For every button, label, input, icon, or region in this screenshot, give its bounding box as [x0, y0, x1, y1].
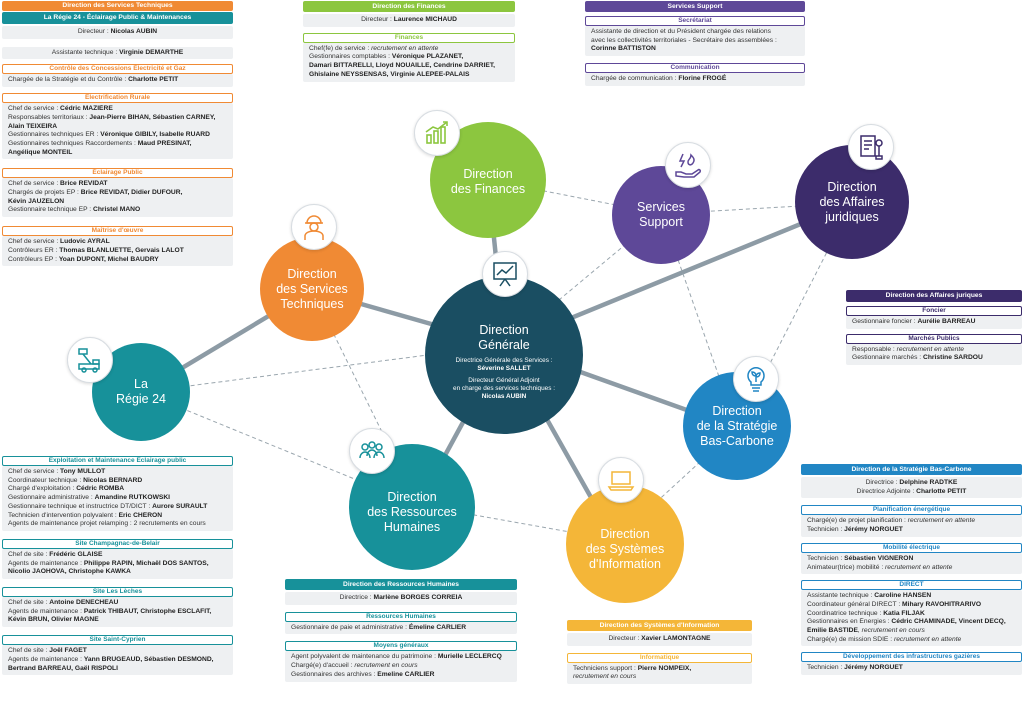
presentation-board-icon [482, 251, 528, 297]
node-strategie-label: Direction de la Stratégie Bas-Carbone [696, 403, 778, 448]
mobilite-body: Technicien : Sébastien VIGNERON Animateu… [801, 552, 1022, 575]
node-regie-label: La Régie 24 [115, 377, 167, 406]
champagnac-subheader: Site Champagnac-de-Belair [2, 538, 233, 549]
finances-director: Directeur : Laurence MICHAUD [303, 14, 515, 27]
eclairage-body: Chef de service : Brice REVIDAT Chargés … [2, 178, 233, 218]
support-header: Services Support [585, 1, 805, 12]
gaz-subheader: Développement des infrastructures gazièr… [801, 652, 1022, 663]
node-finances-label: Direction des Finances [450, 167, 526, 196]
exploitation-body: Chef de service : Tony MULLOT Coordinate… [2, 466, 233, 531]
box-services-support: Services Support Secrétariat Assistante … [585, 1, 805, 86]
finances-body: Chef(fe) de service : recrutement en att… [303, 42, 515, 82]
elec-subheader: Électrification Rurale [2, 93, 233, 104]
box-systemes-information: Direction des Systèmes d'Information Dir… [567, 620, 752, 685]
direct-body: Assistante technique : Caroline HANSEN C… [801, 590, 1022, 647]
mobilite-subheader: Mobilité électrique [801, 542, 1022, 553]
strategie-directors: Directrice : Delphine RADTKE Directrice … [801, 477, 1022, 499]
legal-document-icon [848, 124, 894, 170]
secretariat-body: Assistante de direction et du Président … [585, 26, 805, 57]
dgs-block: Directrice Générale des Services : Séver… [456, 357, 553, 373]
finances-subheader: Finances [303, 32, 515, 43]
moe-subheader: Maîtrise d'œuvre [2, 226, 233, 237]
planification-subheader: Planification énergétique [801, 505, 1022, 516]
box-ressources-humaines: Direction des Ressources Humaines Direct… [285, 579, 517, 682]
node-juridiques-label: Direction des Affaires juridiques [819, 179, 885, 224]
moyens-body: Agent polyvalent de maintenance du patri… [285, 651, 517, 682]
controle-body: Chargée de la Stratégie et du Contrôle :… [2, 74, 233, 88]
foncier-body: Gestionnaire foncier : Aurélie BARREAU [846, 316, 1022, 329]
marches-subheader: Marchés Publics [846, 333, 1022, 344]
node-generale[interactable]: Direction Générale Directrice Générale d… [425, 276, 583, 434]
box-finances: Direction des Finances Directeur : Laure… [303, 1, 515, 82]
eclairage-subheader: Éclairage Public [2, 168, 233, 179]
leches-body: Chef de site : Antoine DENECHEAU Agents … [2, 597, 233, 628]
controle-subheader: Contrôle des Concessions Électricité et … [2, 64, 233, 75]
dgs-name: Séverine SALLET [477, 365, 531, 372]
engineer-icon [291, 204, 337, 250]
node-si-label: Direction des Systèmes d'Information [585, 526, 665, 571]
node-support-label: Services Support [637, 200, 685, 229]
secretariat-subheader: Secrétariat [585, 16, 805, 26]
laptop-icon [598, 457, 644, 503]
techniques-assistant: Assistante technique : Virginie DEMARTHE [2, 46, 233, 60]
informatique-body: Techniciens support : Pierre NOMPEIX, re… [567, 662, 752, 685]
si-director: Directeur : Xavier LAMONTAGNE [567, 633, 752, 646]
direct-subheader: DIRECT [801, 580, 1022, 591]
rh-header: Direction des Ressources Humaines [285, 579, 517, 590]
finances-header: Direction des Finances [303, 1, 515, 12]
box-affaires-juridiques: Direction des Affaires juriques Foncier … [846, 290, 1022, 366]
box-exploitation: Exploitation et Maintenance Eclairage pu… [2, 456, 233, 676]
champagnac-body: Chef de site : Frédéric GLAISE Agents de… [2, 548, 233, 580]
dga-role: Directeur Général Adjoint en charge des … [453, 377, 555, 392]
gaz-body: Technicien : Jérémy NORGUET [801, 662, 1022, 676]
node-rh[interactable]: Direction des Ressources Humaines [349, 444, 475, 570]
dga-block: Directeur Général Adjoint en charge des … [453, 377, 555, 401]
dga-name: Nicolas AUBIN [481, 393, 527, 400]
techniques-header: Direction des Services Techniques [2, 1, 233, 11]
node-techniques[interactable]: Direction des Services Techniques [260, 237, 364, 341]
moe-body: Chef de service : Ludovic AYRAL Contrôle… [2, 236, 233, 267]
rh-body: Gestionnaire de paie et administrative :… [285, 621, 517, 635]
people-group-icon [349, 428, 395, 474]
chart-growth-icon [414, 110, 460, 156]
techniques-director: Directeur : Nicolas AUBIN [2, 26, 233, 39]
moyens-subheader: Moyens généraux [285, 641, 517, 652]
lightbulb-leaf-icon [733, 356, 779, 402]
leches-subheader: Site Les Lèches [2, 587, 233, 598]
dashed-rh-si [417, 504, 616, 541]
hand-energy-icon [665, 142, 711, 188]
box-strategie: Direction de la Stratégie Bas-Carbone Di… [801, 464, 1022, 676]
node-techniques-label: Direction des Services Techniques [276, 266, 348, 311]
strategie-header: Direction de la Stratégie Bas-Carbone [801, 464, 1022, 475]
dgs-role: Directrice Générale des Services : [455, 357, 553, 364]
rh-director: Directrice : Marlène BORGES CORREIA [285, 592, 517, 605]
node-rh-label: Direction des Ressources Humaines [367, 489, 457, 534]
juridiques-header: Direction des Affaires juriques [846, 290, 1022, 302]
rh-subheader: Ressources Humaines [285, 611, 517, 622]
aerial-lift-truck-icon [67, 337, 113, 383]
foncier-subheader: Foncier [846, 306, 1022, 316]
marches-body: Responsable : recrutement en attente Ges… [846, 343, 1022, 366]
regie-header: La Régie 24 - Éclairage Public & Mainten… [2, 12, 233, 24]
exploitation-subheader: Exploitation et Maintenance Eclairage pu… [2, 456, 233, 466]
cyprien-subheader: Site Saint-Cyprien [2, 635, 233, 646]
box-services-techniques: Direction des Services Techniques La Rég… [2, 1, 233, 267]
node-support[interactable]: Services Support [612, 166, 710, 264]
dashed-regie-generale [141, 344, 506, 393]
node-juridiques[interactable]: Direction des Affaires juridiques [795, 145, 909, 259]
communication-body: Chargée de communication : Florine FROGÉ [585, 73, 805, 86]
node-si[interactable]: Direction des Systèmes d'Information [566, 485, 684, 603]
planification-body: Chargé(e) de projet planification : recr… [801, 515, 1022, 537]
node-regie[interactable]: La Régie 24 [92, 343, 190, 441]
node-generale-label: Direction Générale [478, 323, 530, 352]
si-header: Direction des Systèmes d'Information [567, 620, 752, 631]
cyprien-body: Chef de site : Joël FAGET Agents de main… [2, 645, 233, 676]
informatique-subheader: Informatique [567, 652, 752, 663]
communication-subheader: Communication [585, 63, 805, 74]
elec-body: Chef de service : Cédric MAZIÈRE Respons… [2, 103, 233, 160]
